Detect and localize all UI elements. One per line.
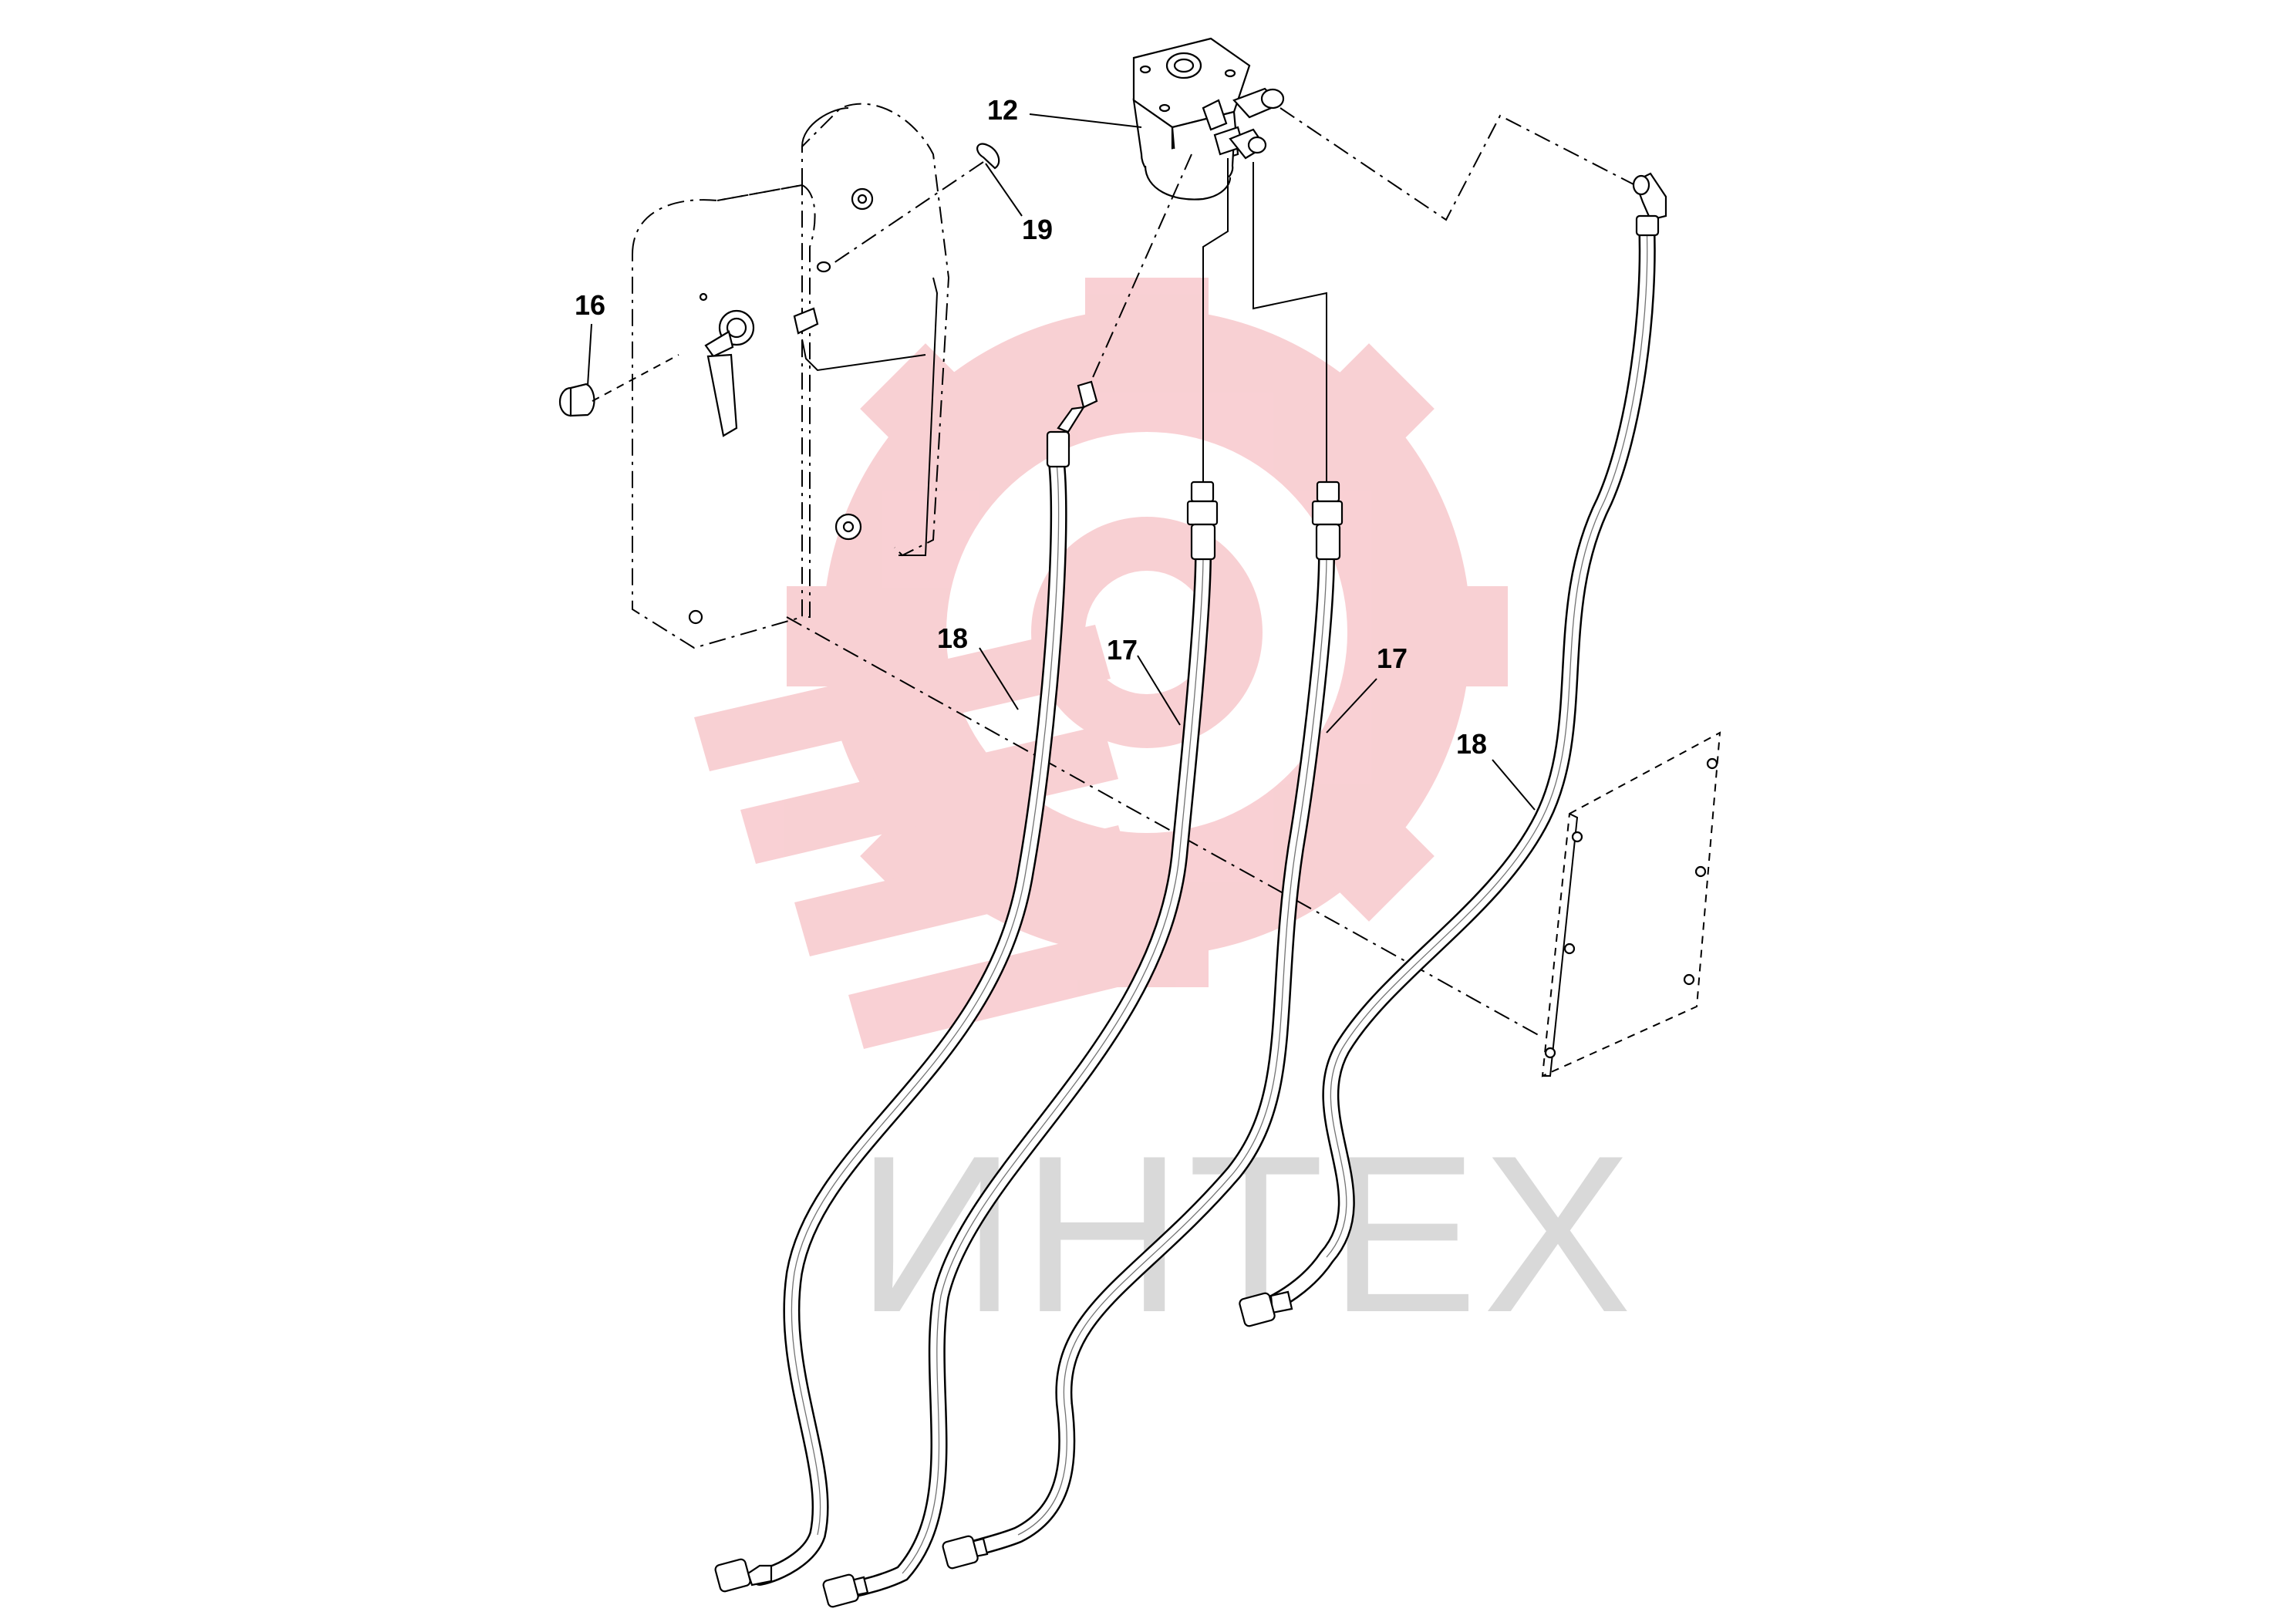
side-panel <box>632 103 950 649</box>
hose-mid-left-17 <box>822 481 1219 1608</box>
callout-hose-mid-left: 17 <box>1107 634 1138 666</box>
callout-hose-right: 18 <box>1456 728 1487 760</box>
callout-knob: 16 <box>575 289 605 321</box>
steering-unit <box>1132 37 1327 494</box>
callout-leaders <box>587 113 1536 811</box>
plate <box>1541 731 1721 1077</box>
hose-right-18 <box>1239 172 1667 1327</box>
hose-left-18 <box>714 380 1098 1593</box>
clip <box>828 143 1000 267</box>
callout-hose-mid-right: 17 <box>1377 642 1408 674</box>
callout-clip: 19 <box>1022 214 1053 245</box>
callout-hose-left: 18 <box>937 622 968 654</box>
hose-mid-right-17 <box>942 481 1344 1570</box>
knob <box>558 354 679 417</box>
callout-steering-unit: 12 <box>987 94 1018 126</box>
lever <box>704 309 755 437</box>
